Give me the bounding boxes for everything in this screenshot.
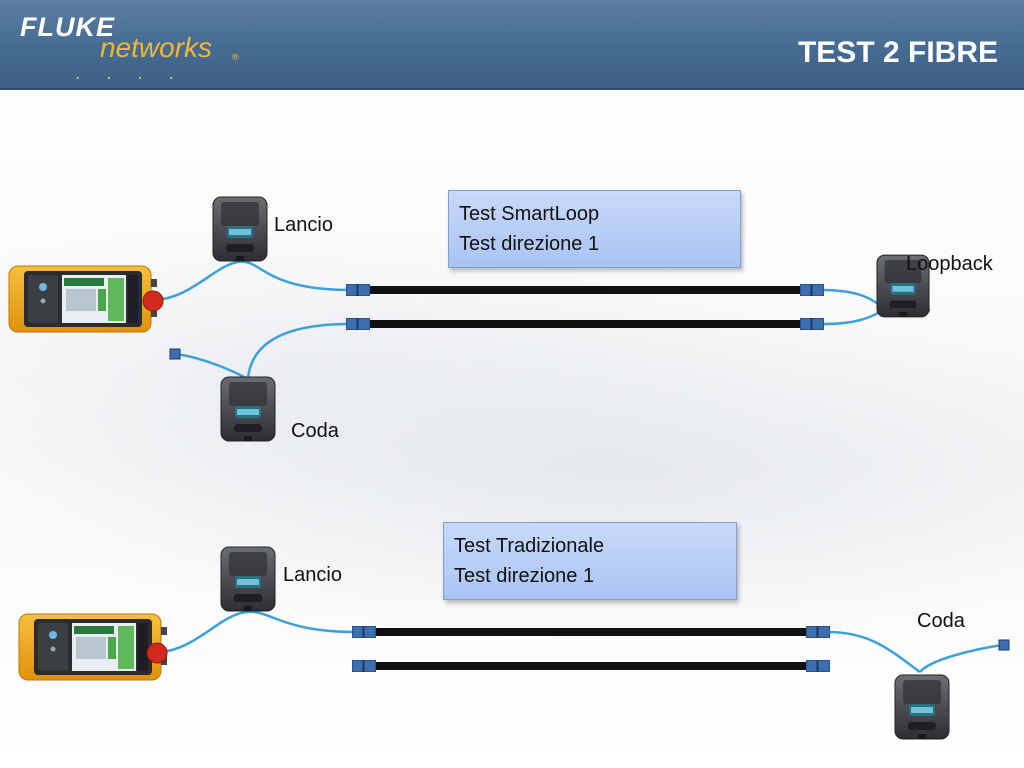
tail-module-icon [220, 376, 276, 442]
networks-logo-text: networks [100, 32, 213, 63]
launch-fiber-lead [159, 610, 357, 654]
tail-fiber-lead [827, 630, 921, 674]
tester-port-icon [146, 642, 168, 664]
callout-line-1: Test SmartLoop [459, 203, 600, 225]
logo-registered-mark: ® [232, 52, 239, 62]
logo-dots: . . . . [75, 62, 184, 84]
fiber-cable-1 [358, 286, 810, 294]
tester-port-icon [142, 290, 164, 312]
fiber-connector-icon [352, 660, 376, 672]
fiber-connector-icon [806, 660, 830, 672]
top-launch-label: Lancio [274, 214, 333, 236]
top-test-callout: Test SmartLoop Test direzione 1 [448, 190, 741, 268]
fiber-cable-2 [358, 320, 810, 328]
bottom-launch-label: Lancio [283, 564, 342, 586]
fiber-cable-2 [364, 662, 814, 670]
fiber-connector-icon [800, 284, 824, 296]
fiber-tester-icon [18, 613, 168, 681]
tail-end-connector-icon [998, 639, 1010, 651]
callout-line-2: Test direzione 1 [459, 233, 600, 255]
bottom-tail-label: Coda [917, 610, 965, 632]
fiber-cable-1 [364, 628, 814, 636]
fiber-connector-icon [806, 626, 830, 638]
launch-module-icon [220, 546, 276, 612]
slide-title: TEST 2 FIBRE [797, 36, 998, 69]
tail-fiber-end-lead [919, 643, 1003, 673]
fiber-connector-icon [346, 284, 370, 296]
loopback-label: Loopback [906, 253, 993, 275]
fiber-connector-icon [800, 318, 824, 330]
tail-module-icon [894, 674, 950, 740]
tail-fiber-lead-top [175, 352, 247, 380]
fluke-logo: FLUKE [20, 12, 115, 42]
fiber-tester-icon [8, 265, 158, 333]
top-tail-label: Coda [291, 420, 339, 442]
launch-fiber-lead [151, 260, 351, 302]
top-diagram [8, 196, 931, 442]
bottom-test-callout: Test Tradizionale Test direzione 1 [443, 522, 737, 600]
fiber-connector-icon [346, 318, 370, 330]
callout-line-1: Test Tradizionale [454, 535, 605, 557]
fiber-connector-icon [352, 626, 376, 638]
tail-fiber-to-cable [246, 322, 351, 379]
slide-header: FLUKE networks ® . . . . TEST 2 FIBRE [0, 0, 1024, 90]
tail-end-connector-icon [169, 348, 181, 360]
bottom-diagram [18, 546, 1010, 740]
launch-module-icon [212, 196, 268, 262]
callout-line-2: Test direzione 1 [454, 565, 595, 587]
